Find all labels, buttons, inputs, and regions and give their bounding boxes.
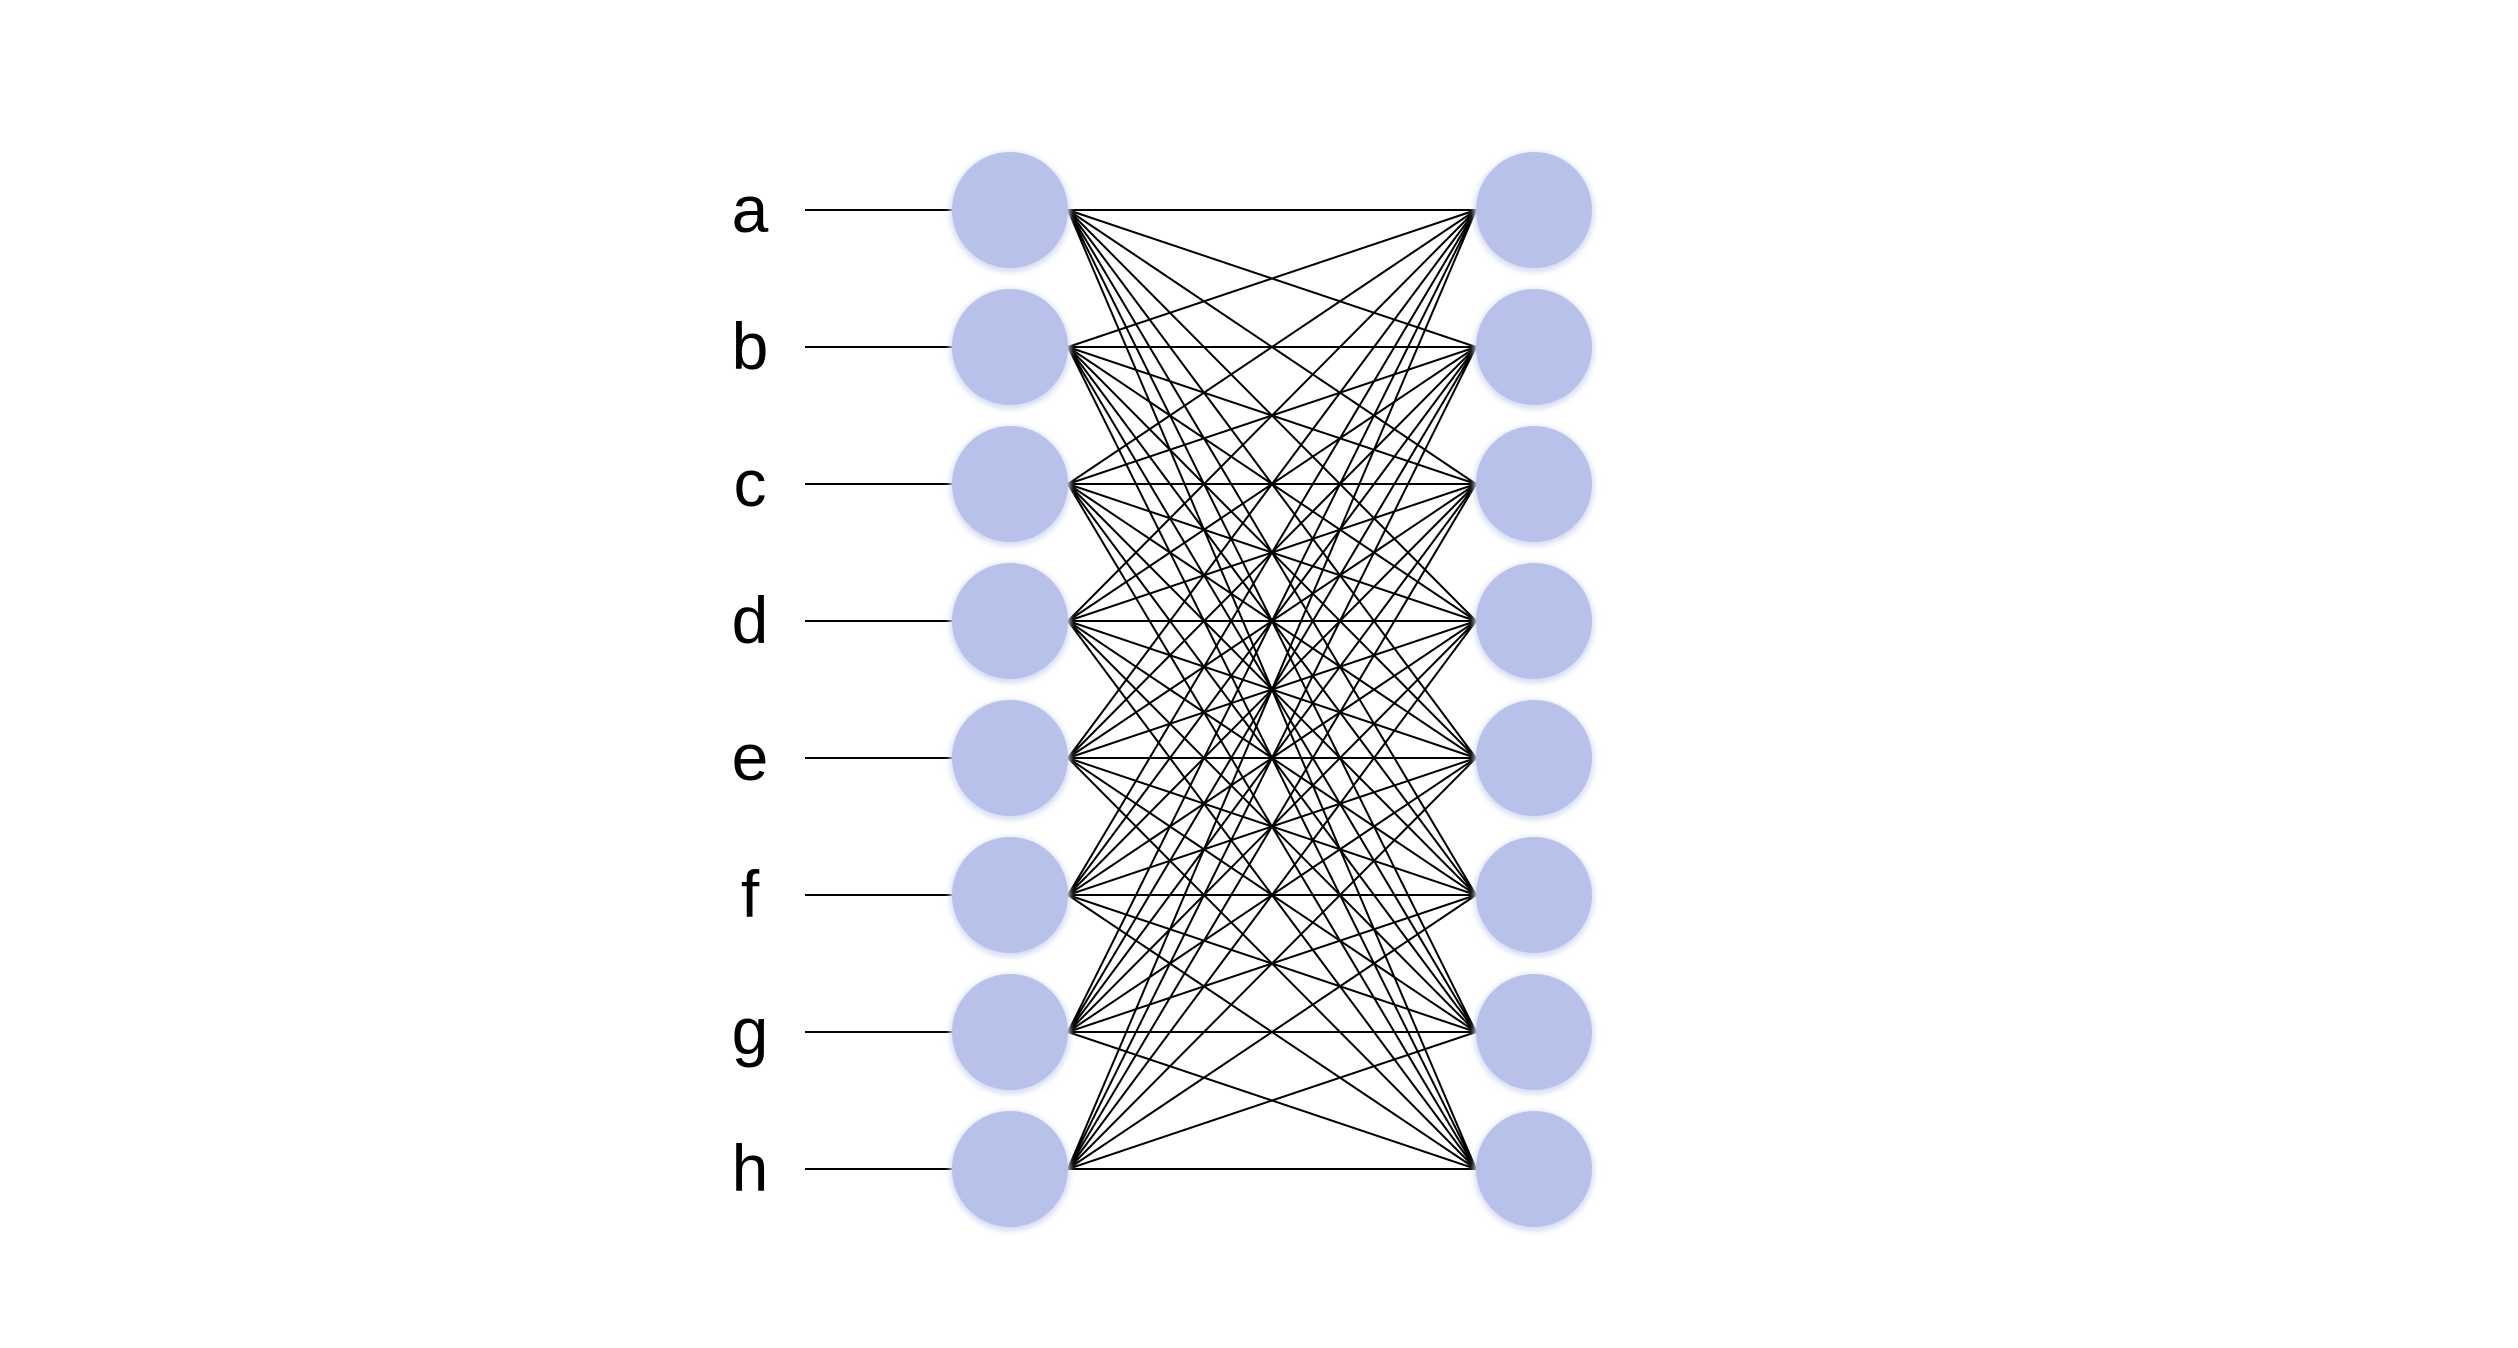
edge-7-0 <box>1067 209 1477 1170</box>
input-label-b: b <box>732 309 769 383</box>
edge-7-1 <box>1067 346 1477 1170</box>
edge-7-6 <box>1067 1031 1477 1170</box>
edge-7-5 <box>1067 894 1477 1170</box>
input-label-c: c <box>734 446 767 520</box>
input-node-0 <box>952 152 1068 268</box>
input-node-2 <box>952 426 1068 542</box>
edge-3-0 <box>1067 209 1477 622</box>
input-node-3 <box>952 563 1068 679</box>
output-node-1 <box>1476 289 1592 405</box>
edge-5-0 <box>1067 209 1477 896</box>
output-node-4 <box>1476 700 1592 816</box>
input-node-5 <box>952 837 1068 953</box>
edge-4-0 <box>1067 209 1477 759</box>
input-node-7 <box>952 1111 1068 1227</box>
edge-2-0 <box>1067 209 1477 485</box>
output-node-6 <box>1476 974 1592 1090</box>
input-label-h: h <box>732 1131 769 1205</box>
input-label-g: g <box>732 994 769 1068</box>
network-nodes <box>950 152 1594 1231</box>
output-node-5 <box>1476 837 1592 953</box>
output-node-2 <box>1476 426 1592 542</box>
input-label-d: d <box>732 583 769 657</box>
input-node-1 <box>952 289 1068 405</box>
edge-7-4 <box>1067 757 1477 1170</box>
edge-1-0 <box>1067 209 1477 348</box>
input-lines <box>805 209 1010 1170</box>
output-node-7 <box>1476 1111 1592 1227</box>
edge-6-0 <box>1067 209 1477 1033</box>
edge-7-2 <box>1067 483 1477 1170</box>
connection-edges <box>1067 209 1477 1170</box>
input-label-f: f <box>741 857 760 931</box>
input-node-4 <box>952 700 1068 816</box>
input-label-e: e <box>732 720 769 794</box>
input-label-a: a <box>732 172 769 246</box>
output-node-0 <box>1476 152 1592 268</box>
edge-7-3 <box>1067 620 1477 1170</box>
input-node-6 <box>952 974 1068 1090</box>
output-node-3 <box>1476 563 1592 679</box>
